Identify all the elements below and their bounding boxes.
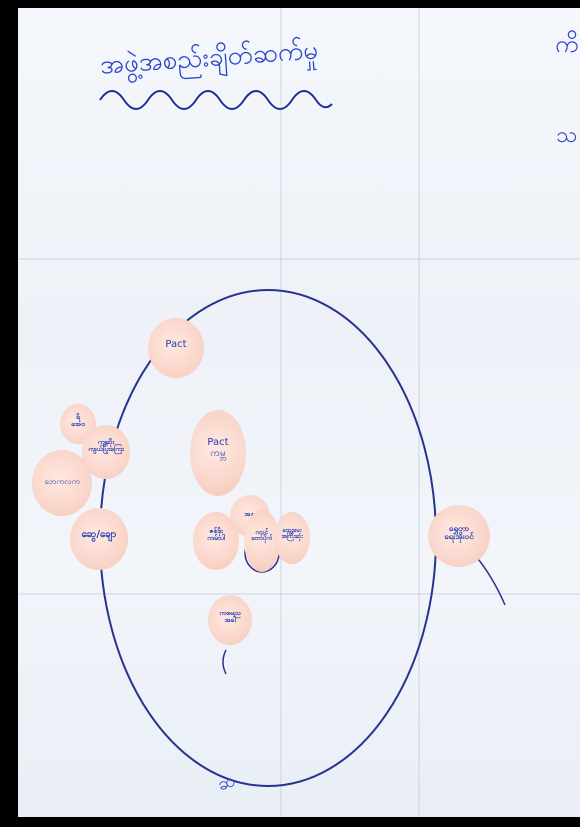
note-label: Pact [148, 340, 204, 351]
note-pact-center: Pact ကမ္ဘ [190, 410, 246, 496]
note-pact-top: Pact [148, 318, 204, 378]
note-label: ရွှေတာ ရေးအိုးဝင် [428, 525, 490, 542]
note-center-right: တွေးမေး အကြီးဆုံး [274, 512, 310, 564]
note-center-left: ဇစ်ဒိုး ကမ်းပါ [193, 512, 239, 570]
title-squiggle [100, 91, 332, 109]
note-label: တွေးမေး အကြီးဆုံး [274, 528, 310, 541]
edge-mark: ကိ [555, 28, 578, 64]
note-label: ဆွေ/ချော [70, 530, 128, 541]
connector-line [475, 555, 505, 605]
note-label: ရိ အေဝ [60, 414, 96, 429]
note-bottom: ကစမည အခါ [208, 595, 252, 645]
note-label: ကစမည အခါ [208, 610, 252, 625]
note-left-lower: ဆွေ/ချော [70, 508, 128, 570]
note-label: Pact ကမ္ဘ [190, 438, 246, 459]
edge-mark: သ [556, 120, 577, 153]
note-right: ရွှေတာ ရေးအိုးဝင် [428, 505, 490, 567]
note-label: ဇစ်ဒိုး ကမ်းပါ [193, 528, 239, 543]
connector-line [223, 650, 226, 674]
note-left-large: ဘေကလက [32, 450, 92, 516]
note-label: ဘေကလက [32, 478, 92, 486]
note-label: ကျဆိုး ကျယ်ပြုးကြေး [82, 439, 130, 454]
